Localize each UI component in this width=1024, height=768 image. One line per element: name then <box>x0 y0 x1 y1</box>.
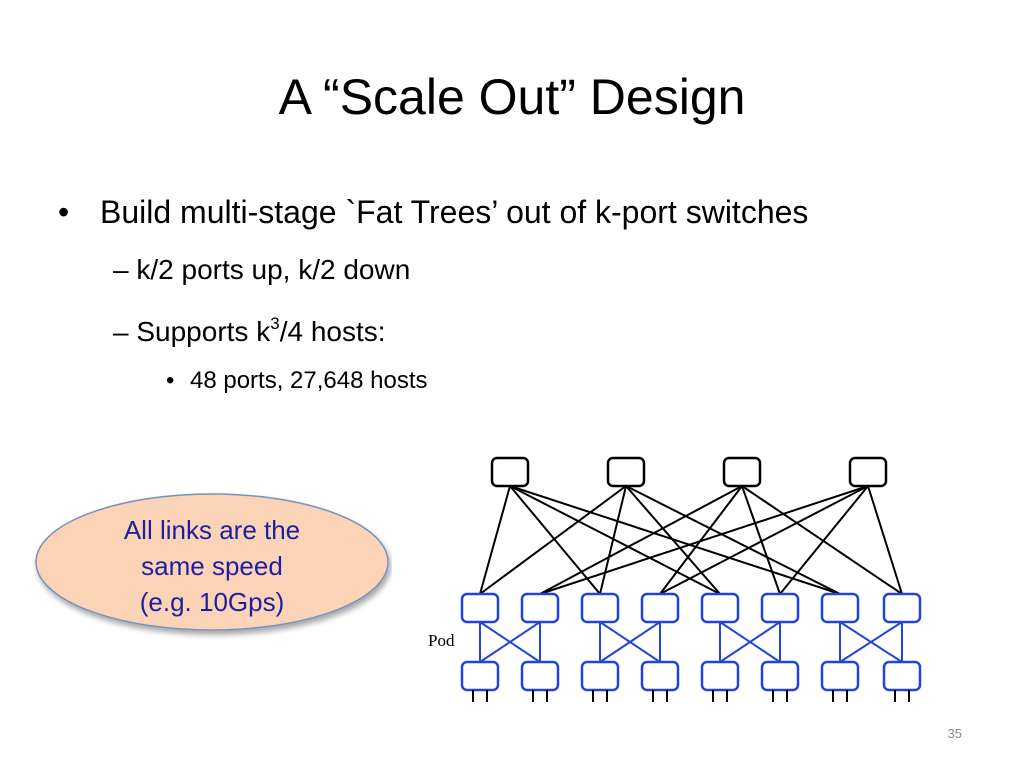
core-link <box>509 485 841 595</box>
dash-marker: – <box>113 316 129 348</box>
core-switch-icon <box>722 456 762 488</box>
callout-bubble: All links are the same speed (e.g. 10Gps… <box>32 490 392 642</box>
bullet-level3: • 48 ports, 27,648 hosts <box>166 364 428 398</box>
bullet-level2: – Supports k3/4 hosts: <box>113 306 386 352</box>
edge-switch-icon <box>760 660 800 692</box>
core-link <box>741 485 903 595</box>
edge-switch-icon <box>882 660 922 692</box>
core-switch-icon <box>490 456 530 488</box>
edge-switch-icon <box>580 660 620 692</box>
pod-link <box>839 621 903 663</box>
superscript: 3 <box>270 314 280 333</box>
pod-link <box>599 621 661 663</box>
bullet-marker: • <box>166 367 175 394</box>
bullet-text-prefix: Supports k <box>136 316 271 348</box>
edge-switch-icon <box>820 660 860 692</box>
pod-link <box>719 621 781 663</box>
bullet-level2: – k/2 ports up, k/2 down <box>113 250 410 290</box>
pod-label: Pod <box>428 631 455 650</box>
edge-switch-icon <box>640 660 680 692</box>
bullet-text: Supports k3/4 hosts: <box>136 314 386 348</box>
edge-switch-icon <box>700 660 740 692</box>
core-link <box>509 485 601 595</box>
slide-number: 35 <box>947 726 962 741</box>
dash-marker: – <box>113 254 129 285</box>
edge-switch-icon <box>460 660 500 692</box>
fat-tree-diagram: Pod <box>420 450 940 710</box>
edge-switch-icon <box>520 660 560 692</box>
bullet-level1: • Build multi-stage `Fat Trees’ out of k-… <box>58 190 808 234</box>
aggregation-switch-icon <box>760 592 800 624</box>
bullet-text-suffix: /4 hosts: <box>279 316 386 348</box>
aggregation-switch-icon <box>882 592 922 624</box>
core-link <box>741 485 781 595</box>
bullet-text: Build multi-stage `Fat Trees’ out of k-p… <box>100 194 809 230</box>
core-link <box>659 485 869 595</box>
core-link <box>867 485 903 595</box>
aggregation-switch-icon <box>700 592 740 624</box>
core-link <box>539 485 743 595</box>
core-link <box>479 485 511 595</box>
aggregation-switch-icon <box>580 592 620 624</box>
callout-line: same speed <box>141 551 283 581</box>
fat-tree-svg: Pod <box>428 456 922 702</box>
bullet-marker: • <box>58 194 70 230</box>
core-link <box>779 485 869 595</box>
core-switch-icon <box>606 456 646 488</box>
core-link <box>509 485 721 595</box>
core-link <box>659 485 743 595</box>
pod-link <box>479 621 541 663</box>
aggregation-switch-icon <box>460 592 500 624</box>
aggregation-switch-icon <box>820 592 860 624</box>
bullet-text: 48 ports, 27,648 hosts <box>190 367 428 394</box>
slide-title: A “Scale Out” Design <box>278 69 746 125</box>
core-link <box>479 485 627 595</box>
callout-line: (e.g. 10Gps) <box>139 587 285 617</box>
callout-text: All links are the same speed (e.g. 10Gps… <box>32 512 392 620</box>
core-link <box>539 485 869 595</box>
callout-ellipse <box>35 493 389 631</box>
aggregation-switch-icon <box>640 592 680 624</box>
bullet-text: k/2 ports up, k/2 down <box>136 254 411 285</box>
callout-line: All links are the <box>123 515 301 545</box>
aggregation-switch-icon <box>520 592 560 624</box>
core-link <box>625 485 841 595</box>
core-switch-icon <box>848 456 888 488</box>
